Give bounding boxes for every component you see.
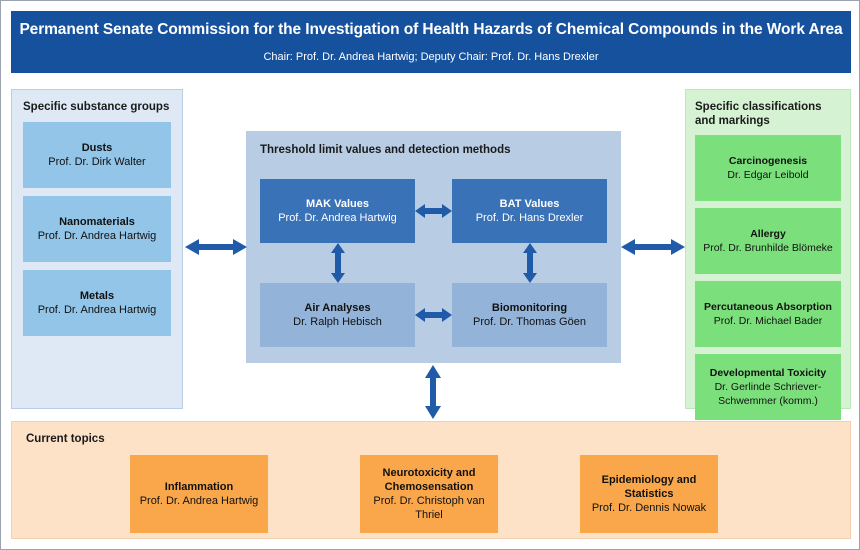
panel-current-topics: Current topics Inflammation Prof. Dr. An… bbox=[11, 421, 851, 539]
box-title: Percutaneous Absorption bbox=[704, 301, 832, 313]
box-biomonitoring[interactable]: Biomonitoring Prof. Dr. Thomas Göen bbox=[452, 283, 607, 347]
page-title: Permanent Senate Commission for the Inve… bbox=[19, 21, 843, 38]
box-person: Dr. Edgar Leibold bbox=[727, 169, 809, 181]
box-neurotoxicity-chemosensation[interactable]: Neurotoxicity and Chemosensation Prof. D… bbox=[360, 455, 498, 533]
box-title: Neurotoxicity and Chemosensation bbox=[382, 467, 476, 493]
box-person: Prof. Dr. Thomas Göen bbox=[473, 316, 586, 328]
box-title: Dusts bbox=[81, 142, 113, 154]
box-person: Prof. Dr. Brunhilde Blömeke bbox=[703, 242, 833, 254]
center-panel-label: Threshold limit values and detection met… bbox=[260, 144, 511, 156]
box-person: Prof. Dr. Andrea Hartwig bbox=[37, 304, 157, 316]
arrow-bat-bio-icon bbox=[522, 243, 538, 283]
right-panel-label: Specific classifications and markings bbox=[695, 101, 822, 127]
left-panel-label: Specific substance groups bbox=[23, 101, 170, 113]
arrow-mak-air-icon bbox=[330, 243, 346, 283]
box-dusts[interactable]: Dusts Prof. Dr. Dirk Walter bbox=[23, 122, 171, 188]
arrow-left-link-icon bbox=[185, 239, 247, 255]
box-person: Dr. Ralph Hebisch bbox=[293, 316, 382, 328]
header-subtitle: Chair: Prof. Dr. Andrea Hartwig; Deputy … bbox=[263, 51, 599, 63]
box-title: Epidemiology and Statistics bbox=[601, 474, 697, 500]
box-person: Prof. Dr. Dennis Nowak bbox=[591, 502, 707, 514]
arrow-right-link-icon bbox=[621, 239, 685, 255]
box-person: Prof. Dr. Hans Drexler bbox=[475, 212, 584, 224]
box-mak-values[interactable]: MAK Values Prof. Dr. Andrea Hartwig bbox=[260, 179, 415, 243]
panel-specific-classifications: Specific classifications and markings Ca… bbox=[685, 89, 851, 420]
box-person: Prof. Dr. Andrea Hartwig bbox=[139, 495, 259, 507]
box-percutaneous-absorption[interactable]: Percutaneous Absorption Prof. Dr. Michae… bbox=[695, 281, 841, 347]
box-title: Carcinogenesis bbox=[728, 155, 808, 167]
box-inflammation[interactable]: Inflammation Prof. Dr. Andrea Hartwig bbox=[130, 455, 268, 533]
box-person: Dr. Gerlinde Schriever-Schwemmer (komm.) bbox=[714, 381, 822, 407]
arrow-air-bio-icon bbox=[415, 307, 452, 323]
panel-specific-substance-groups: Specific substance groups Dusts Prof. Dr… bbox=[11, 89, 183, 409]
box-title: Nanomaterials bbox=[59, 216, 135, 228]
bottom-panel-label: Current topics bbox=[26, 433, 105, 445]
box-title: Biomonitoring bbox=[491, 302, 568, 314]
box-air-analyses[interactable]: Air Analyses Dr. Ralph Hebisch bbox=[260, 283, 415, 347]
box-title: BAT Values bbox=[499, 198, 560, 210]
arrow-mak-bat-icon bbox=[415, 203, 452, 219]
box-nanomaterials[interactable]: Nanomaterials Prof. Dr. Andrea Hartwig bbox=[23, 196, 171, 262]
box-carcinogenesis[interactable]: Carcinogenesis Dr. Edgar Leibold bbox=[695, 135, 841, 201]
box-title: Metals bbox=[79, 290, 115, 302]
header-banner: Permanent Senate Commission for the Inve… bbox=[11, 11, 851, 73]
box-epidemiology-statistics[interactable]: Epidemiology and Statistics Prof. Dr. De… bbox=[580, 455, 718, 533]
panel-threshold-limit-values: Threshold limit values and detection met… bbox=[246, 131, 621, 363]
arrow-bottom-link-icon bbox=[425, 365, 441, 419]
box-title: MAK Values bbox=[306, 198, 369, 210]
box-bat-values[interactable]: BAT Values Prof. Dr. Hans Drexler bbox=[452, 179, 607, 243]
box-developmental-toxicity[interactable]: Developmental Toxicity Dr. Gerlinde Schr… bbox=[695, 354, 841, 420]
box-person: Prof. Dr. Andrea Hartwig bbox=[278, 212, 397, 224]
box-title: Developmental Toxicity bbox=[709, 367, 827, 379]
box-title: Inflammation bbox=[164, 481, 234, 493]
box-metals[interactable]: Metals Prof. Dr. Andrea Hartwig bbox=[23, 270, 171, 336]
box-person: Prof. Dr. Andrea Hartwig bbox=[37, 230, 157, 242]
box-person: Prof. Dr. Dirk Walter bbox=[48, 156, 146, 168]
box-person: Prof. Dr. Christoph van Thriel bbox=[373, 495, 485, 521]
box-title: Allergy bbox=[750, 228, 786, 240]
box-person: Prof. Dr. Michael Bader bbox=[713, 315, 823, 327]
box-allergy[interactable]: Allergy Prof. Dr. Brunhilde Blömeke bbox=[695, 208, 841, 274]
box-title: Air Analyses bbox=[304, 302, 371, 314]
